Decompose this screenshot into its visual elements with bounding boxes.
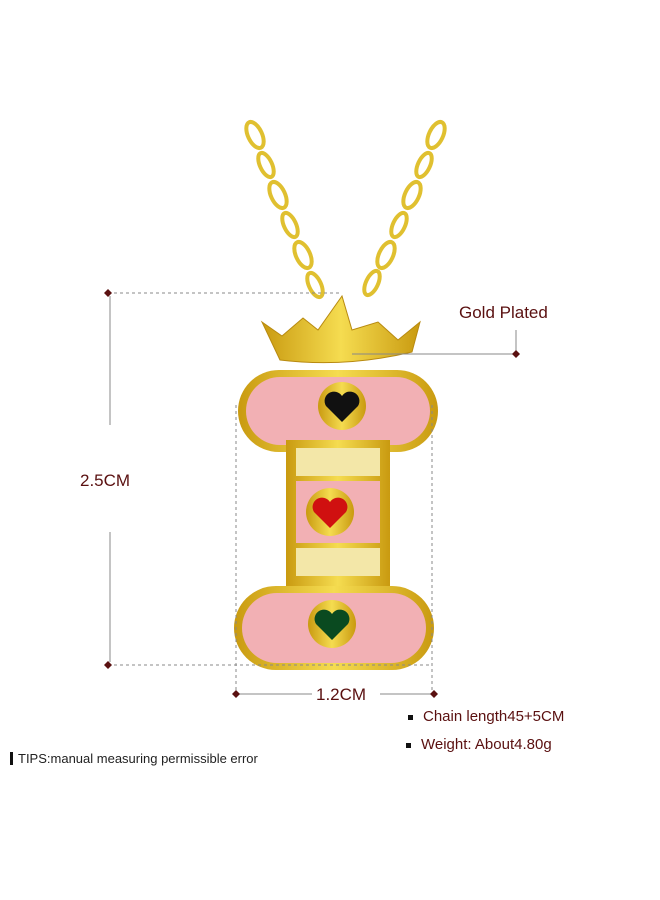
crown <box>260 294 421 364</box>
heart-red-icon <box>306 488 354 536</box>
material-label: Gold Plated <box>459 303 548 322</box>
bullet-icon <box>406 742 411 748</box>
width-label: 1.2CM <box>316 685 367 704</box>
spec-weight: Weight: About4.80g <box>406 736 552 753</box>
bullet-icon <box>408 714 413 720</box>
heart-green-icon <box>308 600 356 648</box>
height-label: 2.5CM <box>80 471 131 490</box>
spec-label: Chain length <box>423 708 508 725</box>
dimension-lines <box>108 292 517 695</box>
tips-note: TIPS:manual measuring permissible error <box>10 751 258 766</box>
tips-text: TIPS:manual measuring permissible error <box>18 751 258 766</box>
chain <box>244 119 447 300</box>
spec-label: Weight: About <box>421 736 515 753</box>
tips-bar-icon <box>10 752 13 765</box>
heart-black-icon <box>318 382 366 430</box>
dimension-markers <box>104 289 520 698</box>
spec-chain-length: Chain length45+5CM <box>408 708 564 725</box>
spec-value: 4.80g <box>514 736 552 753</box>
spec-value: 45+5CM <box>507 708 565 725</box>
